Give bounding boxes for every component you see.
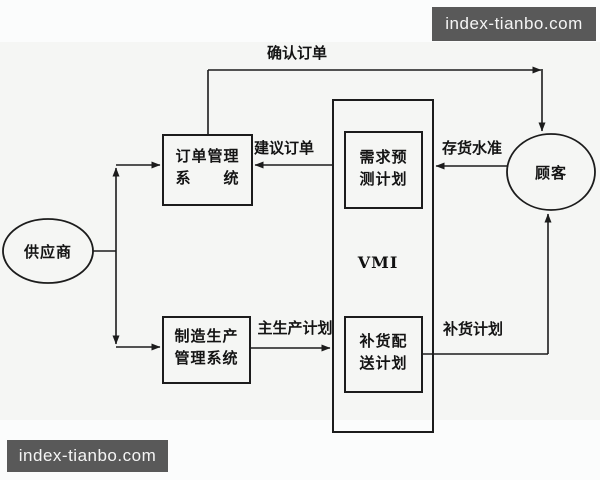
supplier-label: 供应商 — [23, 243, 72, 261]
replenishment-delivery-label: 补货配 送计划 — [359, 332, 408, 372]
edge-label-master-production: 主生产计划 — [257, 319, 333, 337]
watermark-top: index-tianbo.com — [432, 7, 596, 41]
watermark-bottom: index-tianbo.com — [7, 440, 168, 472]
vmi-container — [332, 99, 434, 433]
edge-label-confirm-order: 确认订单 — [266, 44, 327, 62]
manufacturing-system-node — [162, 316, 251, 384]
edge-label-replenishment-plan: 补货计划 — [442, 320, 503, 338]
order-system-label: 订单管理 系 统 — [175, 147, 240, 187]
manufacturing-system-label: 制造生产 管理系统 — [174, 327, 239, 367]
edge-label-inventory-level: 存货水准 — [441, 139, 502, 157]
customer-node — [506, 133, 596, 211]
demand-forecast-label: 需求预 测计划 — [359, 148, 408, 188]
vmi-label: VMI — [357, 253, 399, 272]
edge-label-suggested-order: 建议订单 — [253, 139, 314, 157]
demand-forecast-node — [344, 131, 423, 209]
customer-label: 顾客 — [534, 164, 567, 182]
